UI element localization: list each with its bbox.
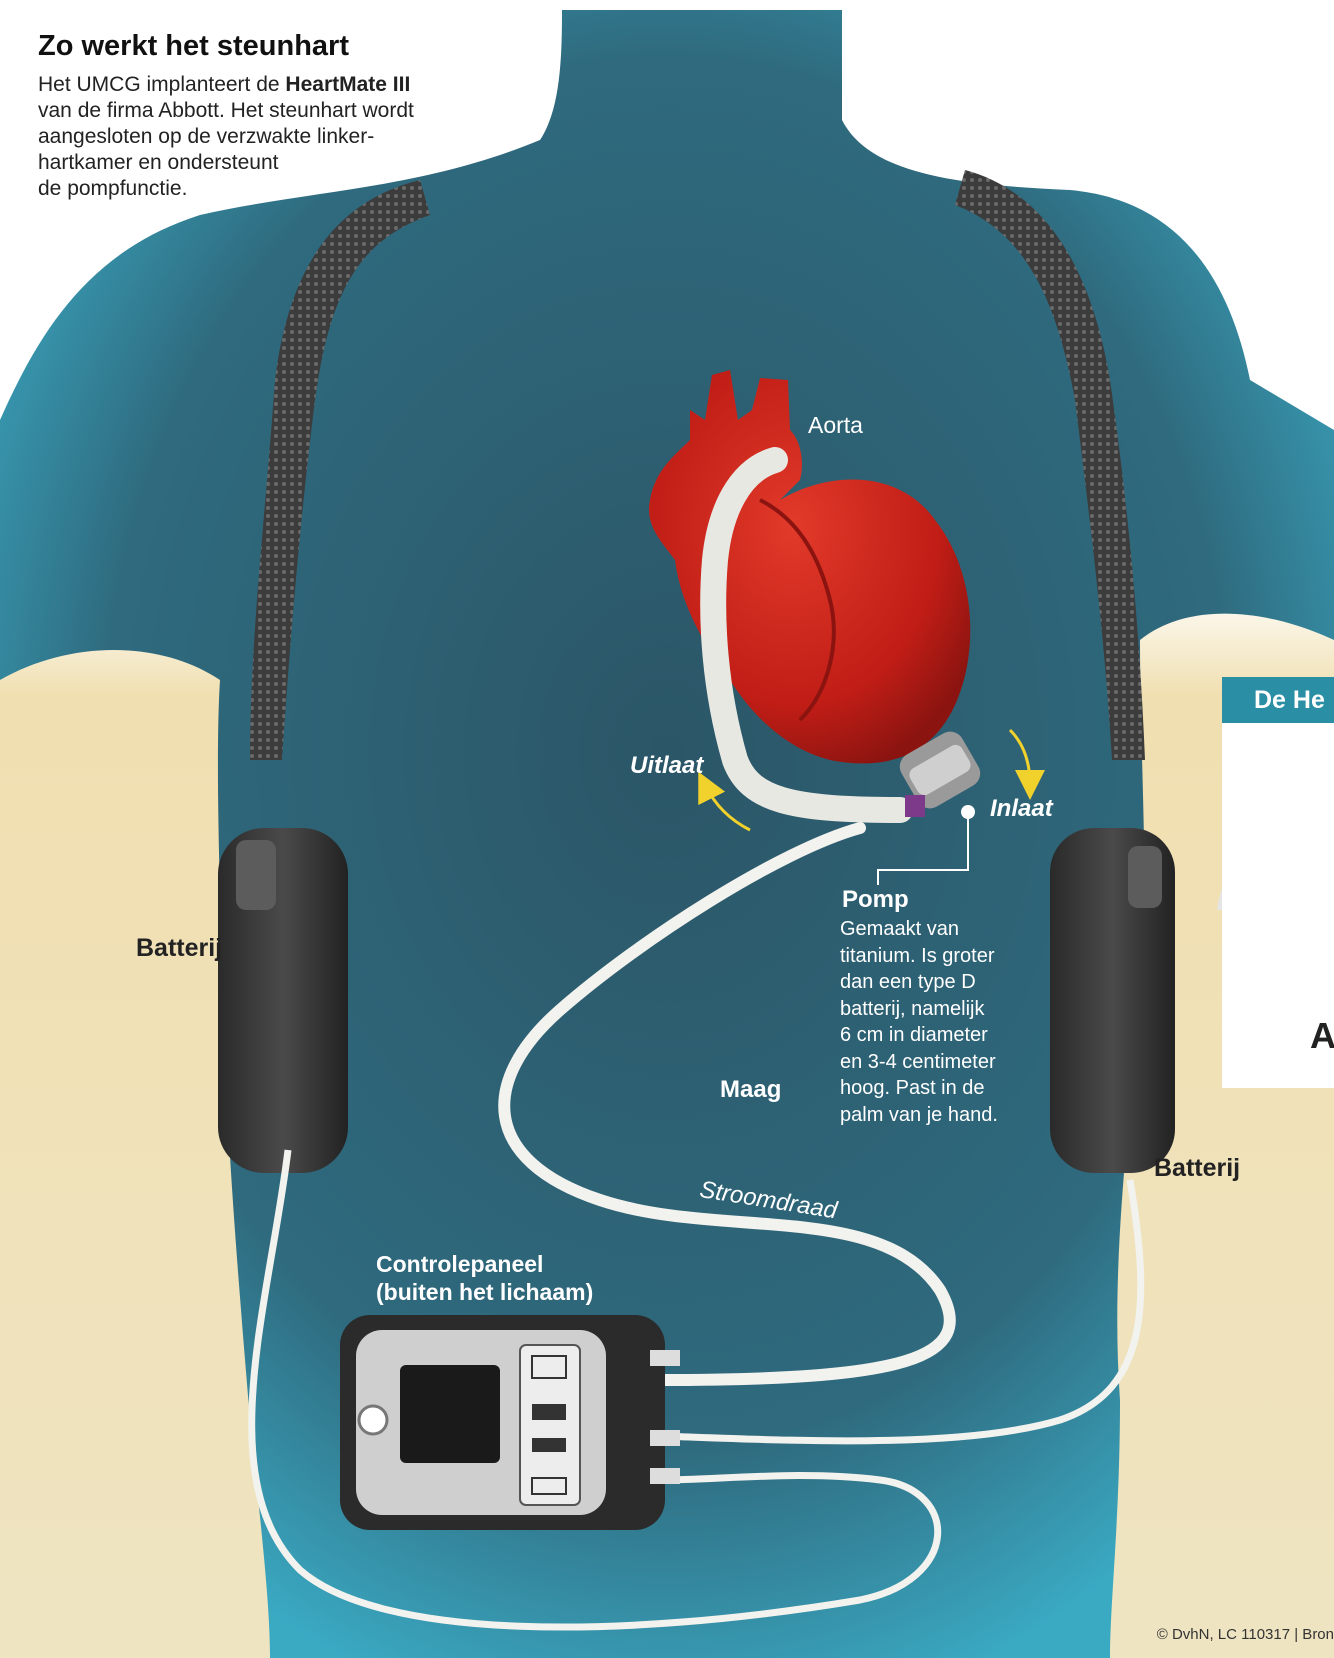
intro-line5: de pompfunctie. [38, 176, 478, 202]
pomp-line: palm van je hand. [840, 1102, 998, 1129]
pomp-line: titanium. Is groter [840, 943, 998, 970]
pomp-line: en 3-4 centimeter [840, 1049, 998, 1076]
pomp-line: dan een type D [840, 969, 998, 996]
sidebar-header: De He [1222, 677, 1334, 723]
label-controlepaneel: Controlepaneel (buiten het lichaam) [376, 1250, 593, 1306]
controle-line2: (buiten het lichaam) [376, 1278, 593, 1306]
intro-line2: van de firma Abbott. Het steunhart wordt [38, 98, 478, 124]
label-inlaat: Inlaat [990, 795, 1053, 823]
pomp-line: batterij, namelijk [840, 996, 998, 1023]
intro-title: Zo werkt het steunhart [38, 30, 349, 63]
intro-body: Het UMCG implanteert de HeartMate III va… [38, 72, 478, 202]
sidebar-logo-text: A [1310, 1015, 1334, 1057]
intro-line1-bold: HeartMate III [285, 73, 410, 96]
credit-line: © DvhN, LC 110317 | Bron [1064, 1626, 1334, 1643]
pomp-line: 6 cm in diameter [840, 1022, 998, 1049]
pomp-line: Gemaakt van [840, 916, 998, 943]
label-batterij-left: Batterij [136, 934, 222, 963]
label-pomp: Pomp [842, 886, 909, 914]
intro-line1-pre: Het UMCG implanteert de [38, 73, 285, 96]
controller [340, 1315, 680, 1530]
label-maag: Maag [720, 1076, 781, 1104]
pomp-line: hoog. Past in de [840, 1075, 998, 1102]
label-aorta: Aorta [808, 412, 863, 439]
pomp-description: Gemaakt van titanium. Is groter dan een … [840, 916, 998, 1128]
label-uitlaat: Uitlaat [630, 752, 703, 780]
intro-line3: aangesloten op de verzwakte linker- [38, 124, 478, 150]
intro-line4: hartkamer en ondersteunt [38, 150, 478, 176]
controle-line1: Controlepaneel [376, 1250, 593, 1278]
label-batterij-right: Batterij [1154, 1154, 1240, 1183]
